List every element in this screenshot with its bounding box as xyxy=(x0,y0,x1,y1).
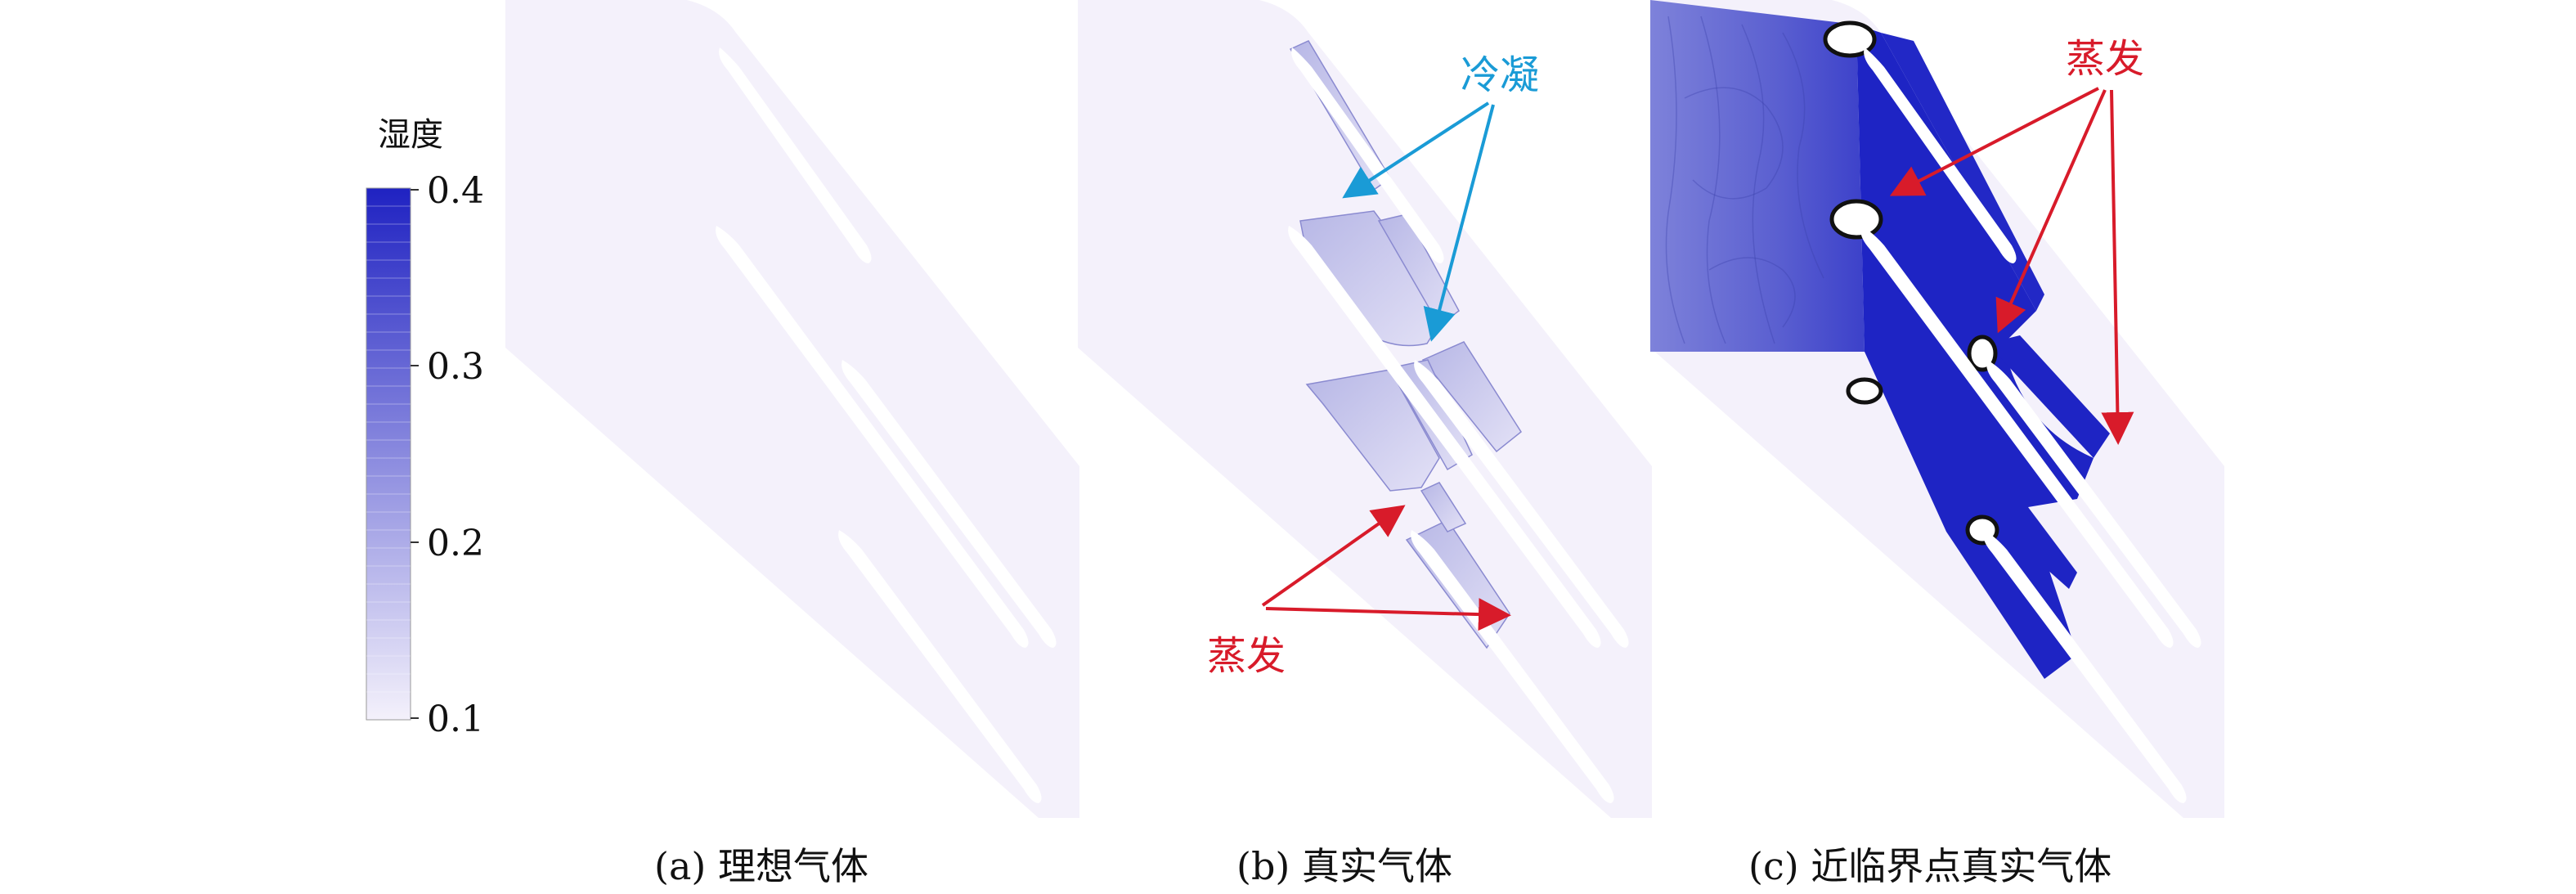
turbine-blade xyxy=(1288,226,1601,648)
condensation-region xyxy=(1377,213,1460,327)
condensation-region xyxy=(1421,341,1522,453)
panel-b: 冷凝 蒸发 (b) 真实气体 xyxy=(1078,0,1652,888)
turbine-blade xyxy=(716,226,1029,648)
colorbar: 湿度 0.4 0.3 0.2 0.1 xyxy=(366,116,484,740)
turbine-blade xyxy=(1291,47,1444,263)
turbine-blade xyxy=(1864,47,2017,263)
turbine-blade xyxy=(719,47,872,263)
evaporation-arrow xyxy=(1265,598,1511,631)
turbine-blade xyxy=(838,530,1042,803)
condensation-label: 冷凝 xyxy=(1461,52,1539,98)
flow-domain xyxy=(505,0,1079,818)
panel-a: (a) 理想气体 xyxy=(505,0,1079,888)
colorbar-ticks xyxy=(411,189,419,719)
inlet-field xyxy=(1650,0,1865,352)
panel-caption: (b) 真实气体 xyxy=(1236,844,1452,888)
colorbar-tick-label: 0.2 xyxy=(427,523,484,564)
panel-caption: (a) 理想气体 xyxy=(654,844,868,888)
high-humidity-region xyxy=(1995,507,2077,589)
evaporation-region xyxy=(1420,482,1467,532)
condensation-arrow xyxy=(1342,101,1490,199)
turbine-blade xyxy=(1411,530,1614,803)
inlet-contours xyxy=(1665,16,1824,344)
evaporation-arrow xyxy=(1261,505,1406,607)
turbine-blade xyxy=(841,360,1057,648)
turbine-blade xyxy=(1414,360,1629,648)
colorbar-tick-label: 0.1 xyxy=(427,699,484,740)
turbine-blade xyxy=(1983,530,2187,803)
panel-c: 蒸发 (c) 近临界点真实气体 xyxy=(1650,0,2224,888)
evaporation-arrow xyxy=(1889,87,2099,196)
high-humidity-region xyxy=(1987,335,2110,458)
evaporation-arrow xyxy=(2101,89,2134,445)
evaporation-label: 蒸发 xyxy=(2066,36,2144,82)
panel-caption: (c) 近临界点真实气体 xyxy=(1748,844,2112,888)
colorbar-tick-label: 0.4 xyxy=(427,170,484,212)
evaporation-arrow xyxy=(1995,89,2107,334)
evaporation-spot xyxy=(1823,20,1999,546)
colorbar-ramp xyxy=(366,187,411,721)
colorbar-tick-label: 0.3 xyxy=(427,346,484,388)
turbine-blade xyxy=(1860,226,2174,648)
condensation-arrow xyxy=(1423,104,1495,342)
evaporation-label: 蒸发 xyxy=(1207,633,1286,679)
colorbar-title: 湿度 xyxy=(378,116,443,154)
turbine-blade xyxy=(1986,360,2201,648)
colorbar-bands xyxy=(366,205,411,693)
